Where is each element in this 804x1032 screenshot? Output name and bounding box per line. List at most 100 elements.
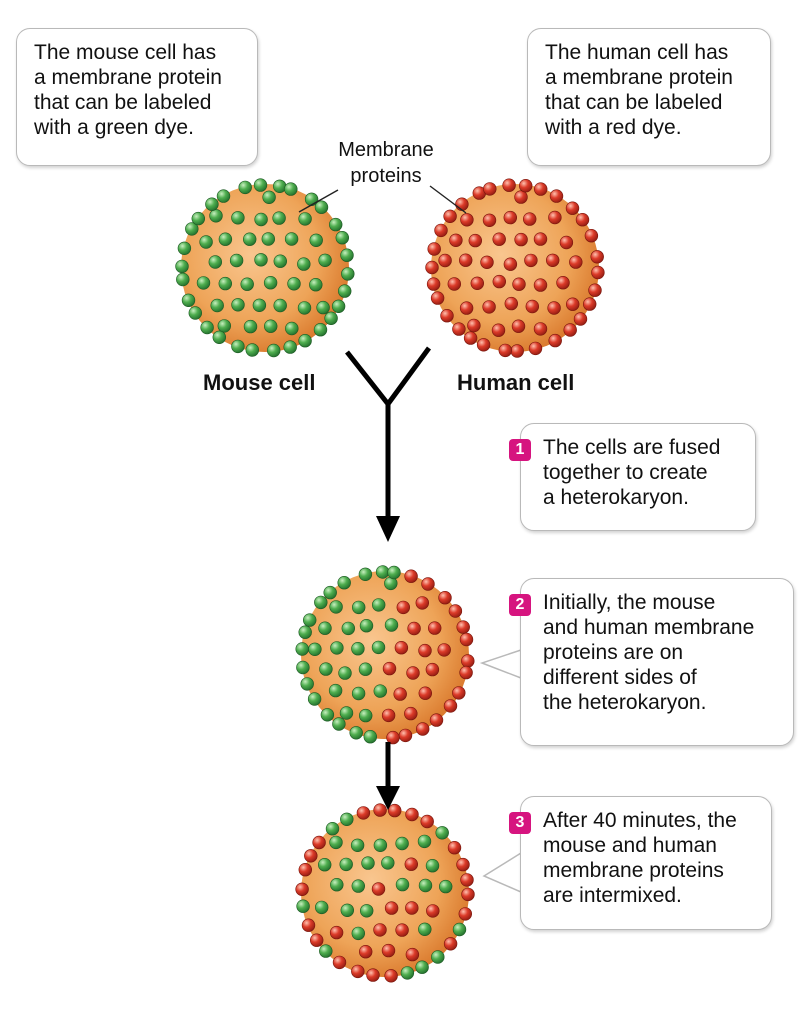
green-membrane-protein <box>319 662 333 676</box>
green-membrane-protein <box>338 666 352 680</box>
green-membrane-protein <box>318 621 332 635</box>
green-membrane-protein <box>373 838 388 852</box>
green-membrane-protein <box>254 212 268 227</box>
red-membrane-protein <box>373 803 387 817</box>
red-membrane-protein <box>425 260 439 275</box>
green-membrane-protein <box>284 182 298 196</box>
red-membrane-protein <box>476 338 491 352</box>
mouse-cell-description: The mouse cell has a membrane protein th… <box>16 28 258 166</box>
red-membrane-protein <box>459 665 473 680</box>
red-membrane-protein <box>415 596 429 610</box>
red-membrane-protein <box>503 257 518 271</box>
green-membrane-protein <box>332 717 346 731</box>
red-membrane-protein <box>420 814 434 829</box>
step-1-line: a heterokaryon. <box>543 486 689 509</box>
red-membrane-protein <box>405 901 419 915</box>
red-membrane-protein <box>565 297 580 311</box>
mouse-desc-line: The mouse cell has <box>34 41 217 64</box>
red-membrane-protein <box>569 255 583 269</box>
green-membrane-protein <box>318 857 332 872</box>
red-membrane-protein <box>434 223 448 238</box>
red-membrane-protein <box>396 600 410 615</box>
mouse-desc-line: with a green dye. <box>34 116 194 139</box>
green-membrane-protein <box>335 231 349 245</box>
red-membrane-protein <box>480 255 494 269</box>
mouse-desc-line: a membrane protein <box>34 66 222 89</box>
red-membrane-protein <box>459 301 474 315</box>
green-membrane-protein <box>318 253 332 267</box>
red-membrane-protein <box>548 210 562 225</box>
red-membrane-protein <box>425 662 440 677</box>
green-membrane-protein <box>329 600 343 614</box>
green-membrane-protein <box>217 319 232 333</box>
green-membrane-protein <box>328 683 343 698</box>
green-membrane-protein <box>381 856 395 870</box>
green-membrane-protein <box>371 640 386 655</box>
red-membrane-protein <box>548 333 562 348</box>
heterokaryon-mixed <box>295 803 475 983</box>
green-membrane-protein <box>323 585 337 600</box>
green-membrane-protein <box>263 276 278 290</box>
red-membrane-protein <box>549 189 564 203</box>
red-membrane-protein <box>470 276 484 290</box>
red-membrane-protein <box>384 901 399 915</box>
green-membrane-protein <box>320 708 335 722</box>
green-membrane-protein <box>297 257 311 271</box>
green-membrane-protein <box>287 277 301 291</box>
green-membrane-protein <box>372 598 386 612</box>
red-membrane-protein <box>447 840 462 855</box>
red-membrane-protein <box>511 319 526 333</box>
green-membrane-protein <box>298 625 312 639</box>
red-membrane-protein <box>351 964 365 979</box>
red-membrane-protein <box>502 178 516 192</box>
green-membrane-protein <box>400 966 415 980</box>
green-membrane-protein <box>191 211 206 226</box>
green-membrane-protein <box>418 922 432 936</box>
red-membrane-protein <box>301 918 316 932</box>
red-membrane-protein <box>429 713 444 727</box>
green-membrane-protein <box>185 222 199 236</box>
green-membrane-protein <box>238 180 252 195</box>
green-membrane-protein <box>231 298 245 312</box>
red-membrane-protein <box>393 687 407 701</box>
red-membrane-protein <box>447 277 461 291</box>
green-membrane-protein <box>340 812 354 826</box>
green-membrane-protein <box>358 567 373 581</box>
green-membrane-protein <box>313 323 328 337</box>
red-membrane-protein <box>452 686 466 700</box>
green-membrane-protein <box>231 211 245 225</box>
red-membrane-protein <box>404 706 418 721</box>
red-membrane-protein <box>584 229 599 243</box>
green-membrane-protein <box>360 904 374 918</box>
step-2-line: and human membrane <box>543 616 755 639</box>
green-membrane-protein <box>177 241 192 256</box>
green-membrane-protein <box>425 858 440 873</box>
red-membrane-protein <box>573 312 588 326</box>
red-membrane-protein <box>405 947 420 962</box>
red-membrane-protein <box>426 904 440 918</box>
red-membrane-protein <box>443 209 457 224</box>
fusion-arrowhead <box>376 516 400 542</box>
red-membrane-protein <box>407 621 421 636</box>
step-3-line: mouse and human <box>543 834 717 857</box>
mouse-cell-label: Mouse cell <box>203 370 316 395</box>
step-1-line: The cells are fused <box>543 436 721 459</box>
mixing-arrowhead <box>376 786 400 810</box>
red-membrane-protein <box>455 197 469 211</box>
green-membrane-protein <box>245 343 260 357</box>
green-membrane-protein <box>361 856 375 870</box>
red-membrane-protein <box>582 297 597 311</box>
green-membrane-protein <box>196 276 211 290</box>
fusion-arrow <box>345 346 432 518</box>
red-membrane-protein <box>533 232 548 246</box>
red-membrane-protein <box>533 182 548 196</box>
red-membrane-protein <box>438 590 452 605</box>
green-membrane-protein <box>175 259 189 274</box>
red-membrane-protein <box>438 253 452 268</box>
red-membrane-protein <box>588 283 602 297</box>
green-membrane-protein <box>210 298 224 313</box>
green-membrane-protein <box>329 835 343 850</box>
red-membrane-protein <box>518 179 533 193</box>
red-membrane-protein <box>575 213 590 227</box>
green-membrane-protein <box>273 298 287 313</box>
